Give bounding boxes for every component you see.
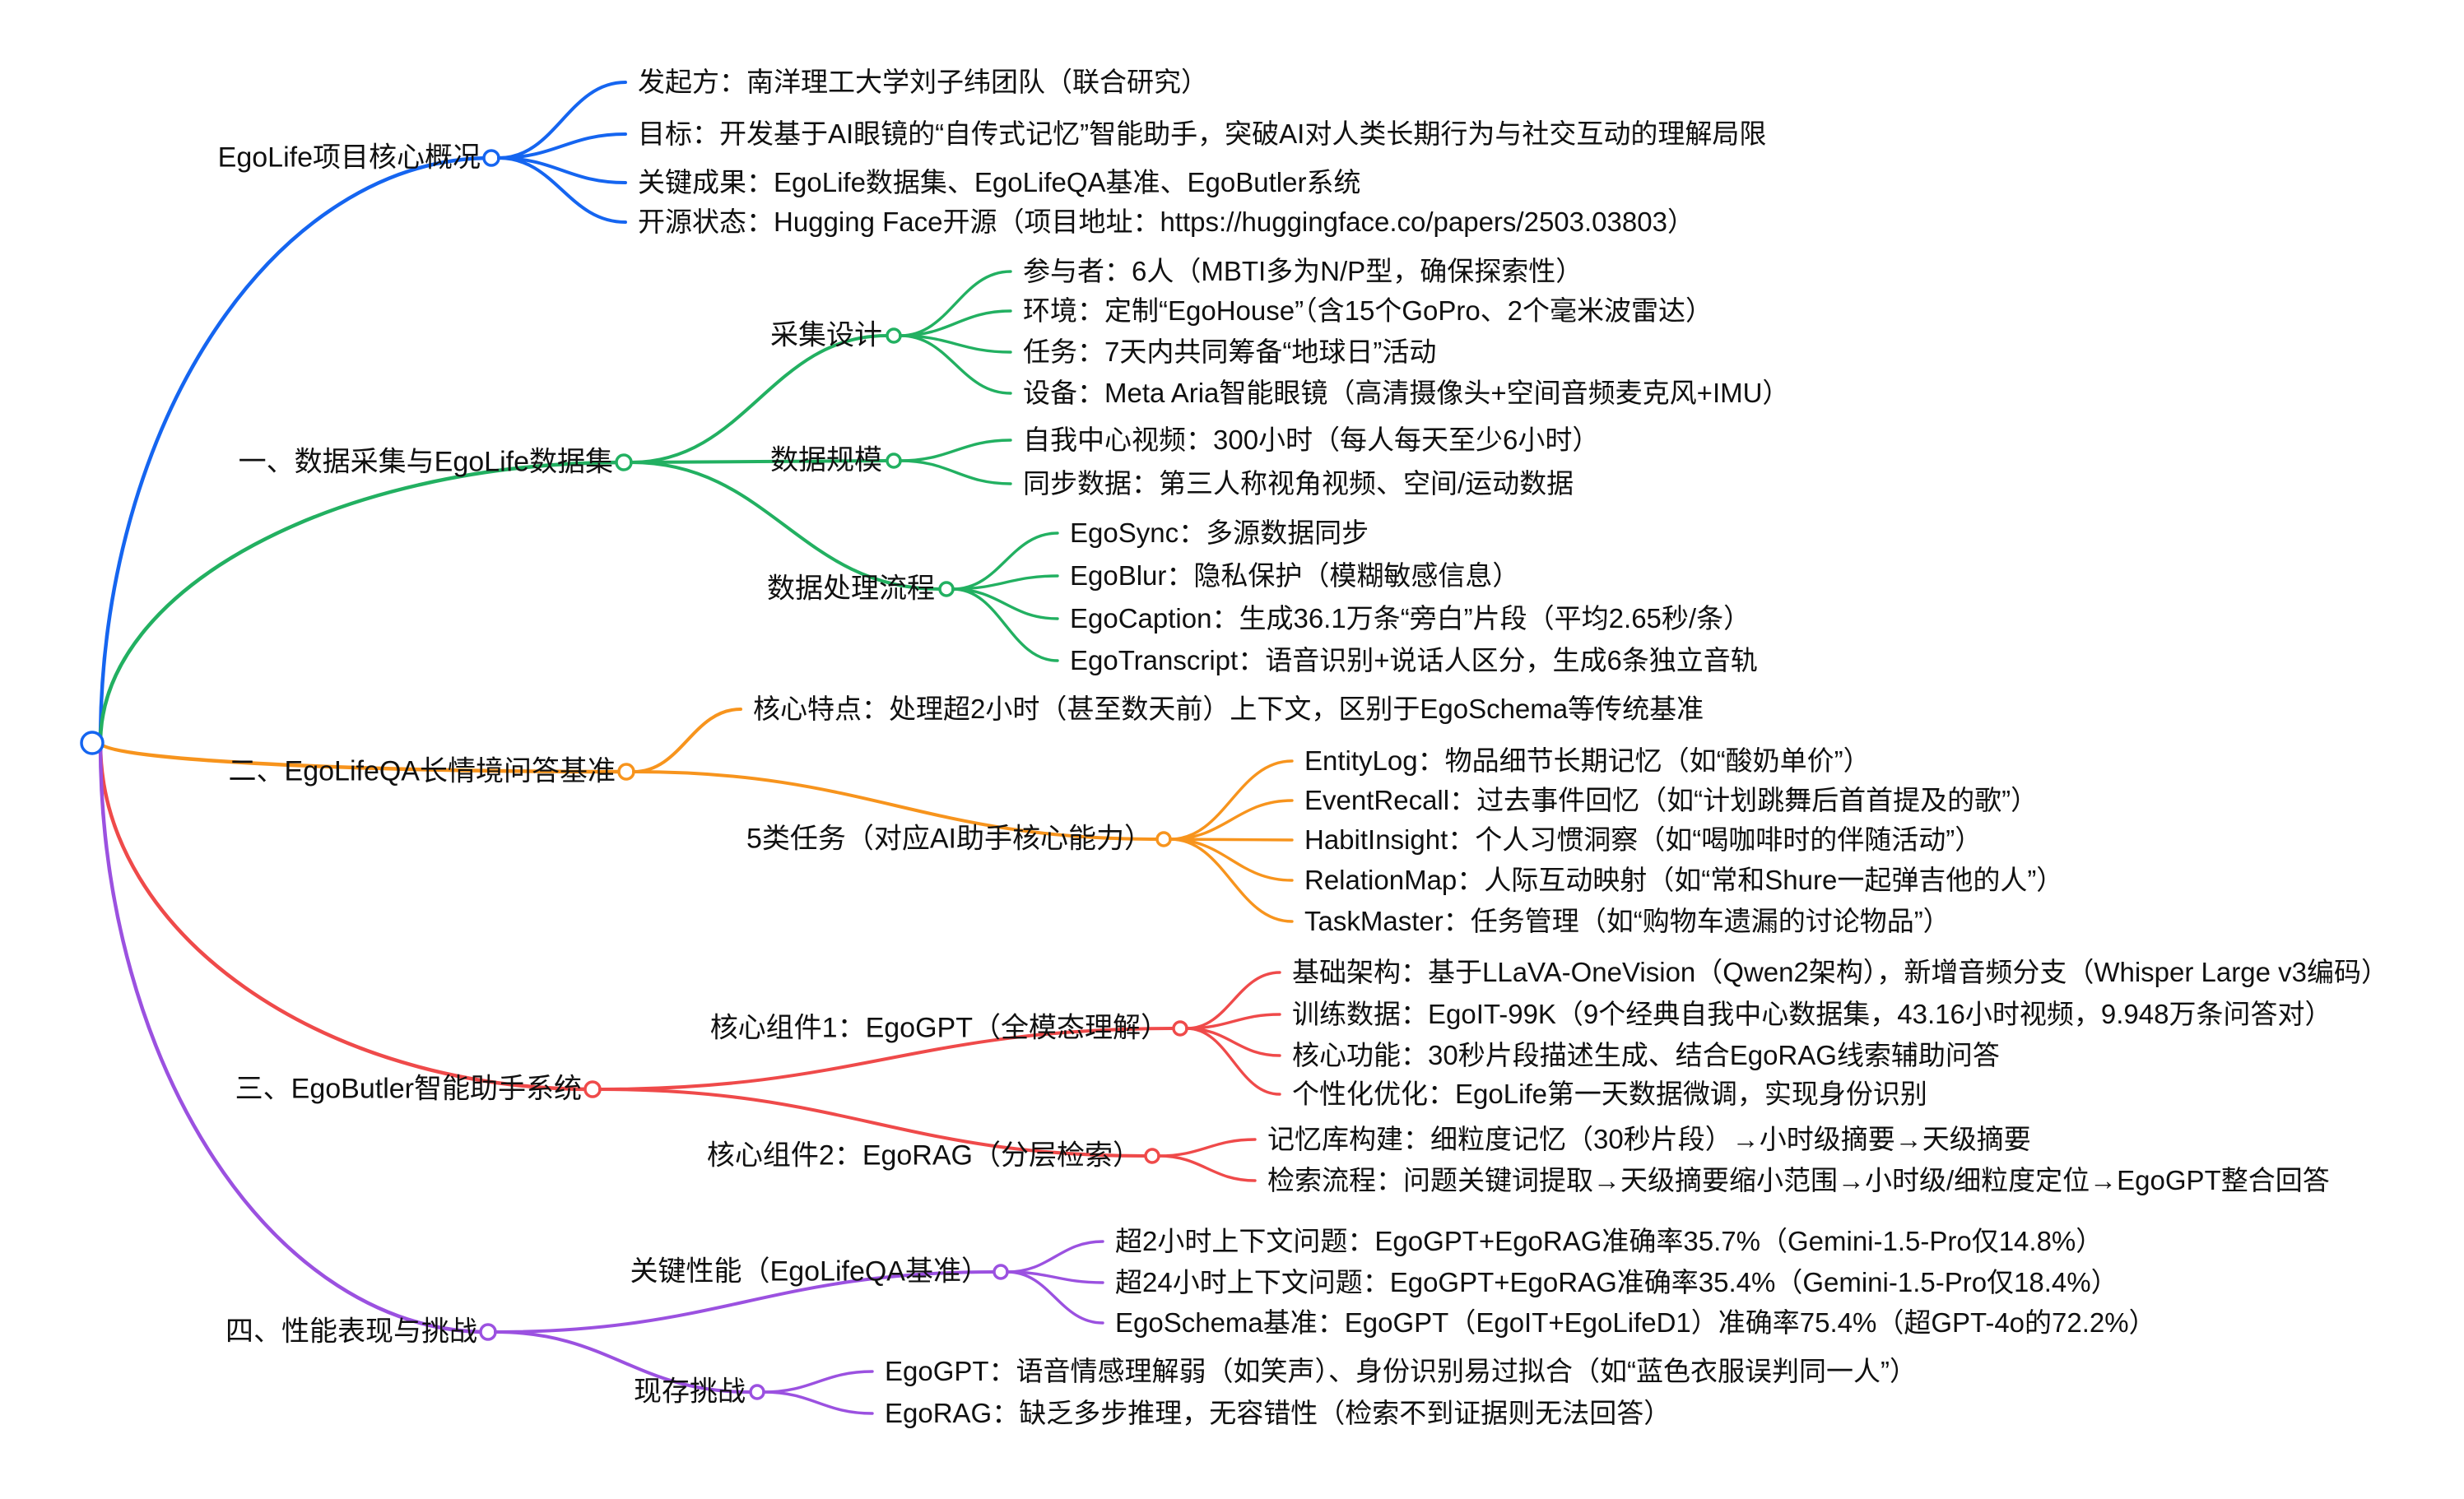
branch-dataset-sub-0-label[interactable]: 采集设计 [770, 319, 882, 351]
branch-qa-sub-0-label[interactable]: 核心特点：处理超2小时（甚至数天前）上下文，区别于EgoSchema等传统基准 [753, 694, 1704, 725]
branch-dataset-sub-1-leaf-0-path [899, 439, 1012, 462]
branch-perf-sub-0-leaf-1[interactable]: 超24小时上下文问题：EgoGPT+EgoRAG准确率35.4%（Gemini-… [1115, 1267, 2118, 1298]
root-to-branch-butler [98, 740, 595, 1092]
branch-qa-sub-1-leaf-1[interactable]: EventRecall：过去事件回忆（如“计划跳舞后首首提及的歌”） [1304, 785, 2039, 816]
branch-dataset-handle[interactable] [615, 453, 633, 471]
branch-perf-sub-1-handle[interactable] [749, 1384, 765, 1400]
branch-dataset-sub-2-handle[interactable] [938, 581, 955, 597]
branch-butler-sub-0-path [598, 1027, 1174, 1091]
branch-butler-sub-0-handle[interactable] [1172, 1020, 1188, 1037]
branch-qa-sub-1-leaf-4[interactable]: TaskMaster：任务管理（如“购物车遗漏的讨论物品”） [1304, 906, 1950, 937]
branch-butler-handle[interactable] [583, 1080, 602, 1098]
branch-dataset-sub-2-path [630, 461, 941, 591]
branch-dataset-sub-1-leaf-0[interactable]: 自我中心视频：300小时（每人每天至少6小时） [1023, 425, 1600, 456]
branch-perf-sub-0-leaf-0[interactable]: 超2小时上下文问题：EgoGPT+EgoRAG准确率35.7%（Gemini-1… [1115, 1226, 2104, 1257]
branch-butler-sub-0-leaf-1-path [1185, 1013, 1281, 1030]
branch-perf-sub-0-handle[interactable] [993, 1264, 1009, 1280]
branch-perf-sub-1-path [494, 1330, 751, 1394]
branch-perf-sub-0-leaf-2[interactable]: EgoSchema基准：EgoGPT（EgoIT+EgoLifeD1）准确率75… [1115, 1307, 2156, 1339]
branch-dataset-sub-1-path [630, 459, 888, 464]
branch-perf-sub-1-leaf-1-path [762, 1390, 874, 1415]
branch-dataset-sub-0-leaf-3-path [899, 334, 1012, 395]
branch-butler-sub-1-leaf-0[interactable]: 记忆库构建：细粒度记忆（30秒片段）→小时级摘要→天级摘要 [1267, 1124, 2031, 1155]
branch-perf-sub-0-path [494, 1270, 995, 1334]
branch-dataset-sub-2-leaf-3-path [951, 587, 1059, 662]
branch-dataset-sub-2-label[interactable]: 数据处理流程 [767, 573, 935, 605]
branch-dataset-sub-1-handle[interactable] [886, 452, 902, 469]
branch-butler-sub-0-leaf-0-path [1185, 971, 1281, 1030]
branch-qa-sub-1-leaf-3-path [1169, 838, 1294, 882]
branch-qa-sub-1-leaf-0[interactable]: EntityLog：物品细节长期记忆（如“酸奶单价”） [1304, 745, 1871, 777]
branch-qa-sub-1-leaf-0-path [1169, 759, 1294, 841]
branch-qa-sub-1-leaf-2-path [1169, 838, 1294, 842]
branch-dataset-sub-0-leaf-3[interactable]: 设备：Meta Aria智能眼镜（高清摄像头+空间音频麦克风+IMU） [1023, 378, 1790, 409]
branch-qa-sub-1-leaf-1-path [1169, 799, 1294, 841]
branch-overview-label[interactable]: EgoLife项目核心概况 [217, 142, 481, 174]
branch-dataset-sub-2-leaf-2[interactable]: EgoCaption：生成36.1万条“旁白”片段（平均2.65秒/条） [1070, 603, 1751, 634]
branch-butler-sub-0-leaf-3[interactable]: 个性化优化：EgoLife第一天数据微调，实现身份识别 [1292, 1079, 1927, 1110]
branch-butler-sub-0-leaf-0[interactable]: 基础架构：基于LLaVA-OneVision（Qwen2架构），新增音频分支（W… [1292, 957, 2388, 988]
branch-overview-handle[interactable] [482, 149, 500, 167]
branch-butler-sub-1-leaf-0-path [1157, 1138, 1257, 1158]
branch-overview-leaf-0[interactable]: 发起方：南洋理工大学刘子纬团队（联合研究） [638, 67, 1208, 98]
branch-perf-sub-1-leaf-1[interactable]: EgoRAG：缺乏多步推理，无容错性（检索不到证据则无法回答） [885, 1398, 1671, 1429]
branch-perf-sub-1-leaf-0[interactable]: EgoGPT：语音情感理解弱（如笑声）、身份识别易过拟合（如“蓝色衣服误判同一人… [885, 1356, 1918, 1387]
branch-butler-sub-0-leaf-2[interactable]: 核心功能：30秒片段描述生成、结合EgoRAG线索辅助问答 [1292, 1040, 2000, 1071]
branch-perf-sub-0-leaf-0-path [1006, 1240, 1104, 1274]
branch-butler-sub-0-leaf-1[interactable]: 训练数据：EgoIT-99K（9个经典自我中心数据集，43.16小时视频，9.9… [1292, 999, 2332, 1030]
branch-overview-leaf-1[interactable]: 目标：开发基于AI眼镜的“自传式记忆”智能助手，突破AI对人类长期行为与社交互动… [638, 118, 1767, 150]
branch-qa-sub-1-leaf-3[interactable]: RelationMap：人际互动映射（如“常和Shure一起弹吉他的人”） [1304, 865, 2064, 896]
branch-butler-sub-0-label[interactable]: 核心组件1：EgoGPT（全模态理解） [709, 1012, 1169, 1044]
branch-perf-sub-0-leaf-2-path [1006, 1270, 1104, 1325]
branch-butler-sub-1-path [598, 1088, 1146, 1158]
branch-overview-leaf-3-path [497, 156, 627, 224]
branch-dataset-sub-0-leaf-0[interactable]: 参与者：6人（MBTI多为N/P型，确保探索性） [1023, 256, 1583, 287]
branch-perf-handle[interactable] [479, 1323, 497, 1341]
branch-qa-sub-1-label[interactable]: 5类任务（对应AI助手核心能力） [746, 823, 1152, 855]
branch-dataset-sub-2-leaf-0[interactable]: EgoSync：多源数据同步 [1070, 517, 1369, 549]
branch-butler-sub-1-leaf-1-path [1157, 1154, 1257, 1182]
root-to-branch-perf [98, 740, 490, 1334]
branch-butler-sub-1-leaf-1[interactable]: 检索流程：问题关键词提取→天级摘要缩小范围→小时级/细粒度定位→EgoGPT整合… [1267, 1165, 2330, 1196]
branch-dataset-sub-0-leaf-2-path [899, 334, 1012, 354]
branch-overview-leaf-3[interactable]: 开源状态：Hugging Face开源（项目地址：https://hugging… [638, 207, 1695, 238]
branch-qa-label[interactable]: 二、EgoLifeQA长情境问答基准 [228, 755, 616, 787]
branch-qa-sub-1-path [632, 770, 1158, 841]
branch-butler-sub-0-leaf-3-path [1185, 1027, 1281, 1096]
branch-overview-leaf-0-path [497, 81, 627, 160]
branch-dataset-sub-2-leaf-0-path [951, 531, 1059, 591]
branch-qa-sub-0-path [632, 708, 742, 773]
branch-overview-leaf-2[interactable]: 关键成果：EgoLife数据集、EgoLifeQA基准、EgoButler系统 [638, 167, 1361, 198]
branch-dataset-sub-1-label[interactable]: 数据规模 [770, 444, 882, 476]
branch-dataset-sub-0-leaf-1-path [899, 309, 1012, 337]
branch-butler-sub-1-handle[interactable] [1144, 1148, 1160, 1164]
branch-qa-sub-1-leaf-2[interactable]: HabitInsight：个人习惯洞察（如“喝咖啡时的伴随活动”） [1304, 824, 1983, 856]
branch-dataset-sub-2-leaf-1-path [951, 574, 1059, 591]
branch-overview-leaf-1-path [497, 132, 627, 160]
branch-qa-sub-1-leaf-4-path [1169, 838, 1294, 923]
branch-dataset-sub-0-leaf-0-path [899, 270, 1012, 337]
branch-perf-sub-1-leaf-0-path [762, 1370, 874, 1394]
branch-perf-sub-1-label[interactable]: 现存挑战 [634, 1376, 746, 1408]
branch-dataset-sub-0-handle[interactable] [886, 327, 902, 344]
branch-butler-sub-1-label[interactable]: 核心组件2：EgoRAG（分层检索） [706, 1139, 1141, 1172]
root-to-branch-dataset [98, 460, 626, 745]
branch-dataset-sub-1-leaf-1-path [899, 459, 1012, 485]
branch-dataset-sub-0-path [630, 334, 888, 464]
branch-dataset-label[interactable]: 一、数据采集与EgoLife数据集 [238, 446, 613, 478]
branch-dataset-sub-2-leaf-3[interactable]: EgoTranscript：语音识别+说话人区分，生成6条独立音轨 [1070, 645, 1758, 676]
branch-butler-label[interactable]: 三、EgoButler智能助手系统 [235, 1073, 582, 1105]
branch-perf-sub-0-label[interactable]: 关键性能（EgoLifeQA基准） [630, 1255, 989, 1288]
branch-dataset-sub-1-leaf-1[interactable]: 同步数据：第三人称视角视频、空间/运动数据 [1023, 468, 1574, 499]
root-to-branch-qa [98, 740, 629, 774]
branch-dataset-sub-0-leaf-2[interactable]: 任务：7天内共同筹备“地球日”活动 [1023, 336, 1437, 368]
branch-qa-handle[interactable] [617, 763, 635, 781]
branch-perf-label[interactable]: 四、性能表现与挑战 [225, 1316, 477, 1348]
branch-dataset-sub-2-leaf-1[interactable]: EgoBlur：隐私保护（模糊敏感信息） [1070, 560, 1520, 592]
branch-qa-sub-1-handle[interactable] [1155, 831, 1172, 847]
root-to-branch-overview [98, 155, 494, 745]
branch-dataset-sub-0-leaf-1[interactable]: 环境：定制“EgoHouse”（含15个GoPro、2个毫米波雷达） [1023, 295, 1713, 327]
root-node-handle[interactable] [80, 731, 105, 755]
